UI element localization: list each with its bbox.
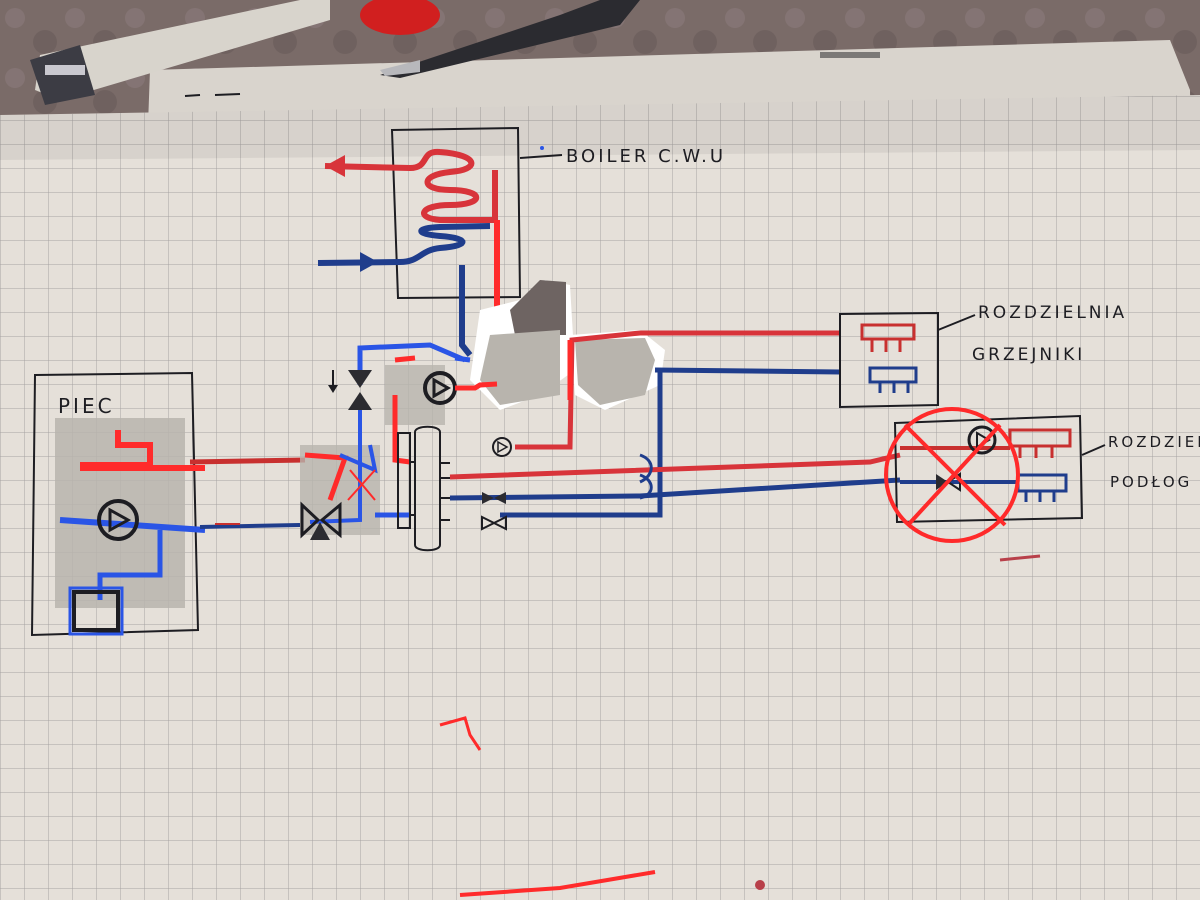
radiator-leader-line bbox=[937, 314, 976, 331]
hot-pipe bbox=[455, 381, 498, 391]
cold-pipe bbox=[199, 523, 301, 529]
cross-out-icon bbox=[884, 407, 1020, 543]
three-way-valve-icon bbox=[328, 370, 372, 410]
stray-mark bbox=[540, 146, 544, 150]
floor-manifold-box bbox=[893, 414, 1084, 524]
hot-pipe bbox=[394, 355, 416, 363]
hot-pipe bbox=[324, 148, 498, 223]
cold-pipe bbox=[639, 473, 653, 500]
boiler-label: BOILER C.W.U bbox=[566, 146, 726, 167]
arrow-icon bbox=[360, 252, 378, 272]
manifold-bracket bbox=[397, 432, 411, 529]
paper-shadow bbox=[0, 95, 1200, 160]
cold-pipe bbox=[309, 410, 362, 524]
smudge-mark bbox=[480, 330, 560, 405]
valve-icon bbox=[482, 492, 506, 504]
stray-mark bbox=[755, 880, 765, 890]
three-way-valve-icon bbox=[300, 501, 342, 540]
expansion-tank bbox=[72, 590, 120, 632]
cold-pipe bbox=[639, 453, 653, 484]
radiator-label-line1: ROZDZIELNIA bbox=[978, 303, 1127, 323]
hot-pipe bbox=[189, 457, 306, 465]
arrow-icon bbox=[325, 155, 345, 177]
hot-pipe bbox=[392, 395, 411, 465]
boiler-box bbox=[390, 126, 522, 300]
cold-pipe bbox=[500, 370, 663, 518]
floor-leader-line bbox=[1081, 444, 1106, 456]
dash-mark bbox=[214, 93, 241, 96]
expansion-tank-outline bbox=[68, 586, 124, 636]
floor-manifold-hot bbox=[1008, 428, 1072, 458]
cold-pipe bbox=[449, 477, 901, 501]
cross-out-icon bbox=[347, 469, 376, 501]
valve-icon bbox=[481, 515, 507, 531]
manifold bbox=[414, 425, 441, 552]
piec-label: PIEC bbox=[58, 394, 115, 418]
radiator-manifold-box bbox=[839, 311, 939, 409]
cold-pipe bbox=[454, 355, 471, 363]
piec-box bbox=[30, 371, 200, 637]
boiler-leader-line bbox=[519, 154, 563, 159]
cold-pipe bbox=[357, 342, 466, 385]
smudge-mark bbox=[575, 338, 655, 405]
stray-mark bbox=[459, 870, 656, 897]
smudge-mark bbox=[510, 280, 566, 335]
pump-icon bbox=[97, 499, 139, 541]
smudge-mark bbox=[820, 52, 880, 58]
pen-icon bbox=[30, 0, 330, 105]
radiator-manifold-cold bbox=[868, 366, 918, 393]
stray-mark bbox=[439, 716, 482, 751]
cold-pipe bbox=[654, 367, 841, 375]
floor-label-line1: ROZDZIELN bbox=[1108, 433, 1200, 451]
radiator-manifold-hot bbox=[860, 323, 916, 352]
pen-icon bbox=[360, 0, 640, 78]
cold-pipe bbox=[459, 265, 473, 357]
pump-icon bbox=[492, 437, 512, 457]
radiator-label-line2: GRZEJNIKI bbox=[972, 345, 1085, 365]
stray-mark bbox=[999, 554, 1041, 562]
cold-pipe bbox=[59, 517, 206, 533]
cold-pipe bbox=[317, 223, 491, 266]
floor-label-line2: PODŁOG bbox=[1110, 473, 1192, 491]
dash-mark bbox=[184, 94, 201, 97]
